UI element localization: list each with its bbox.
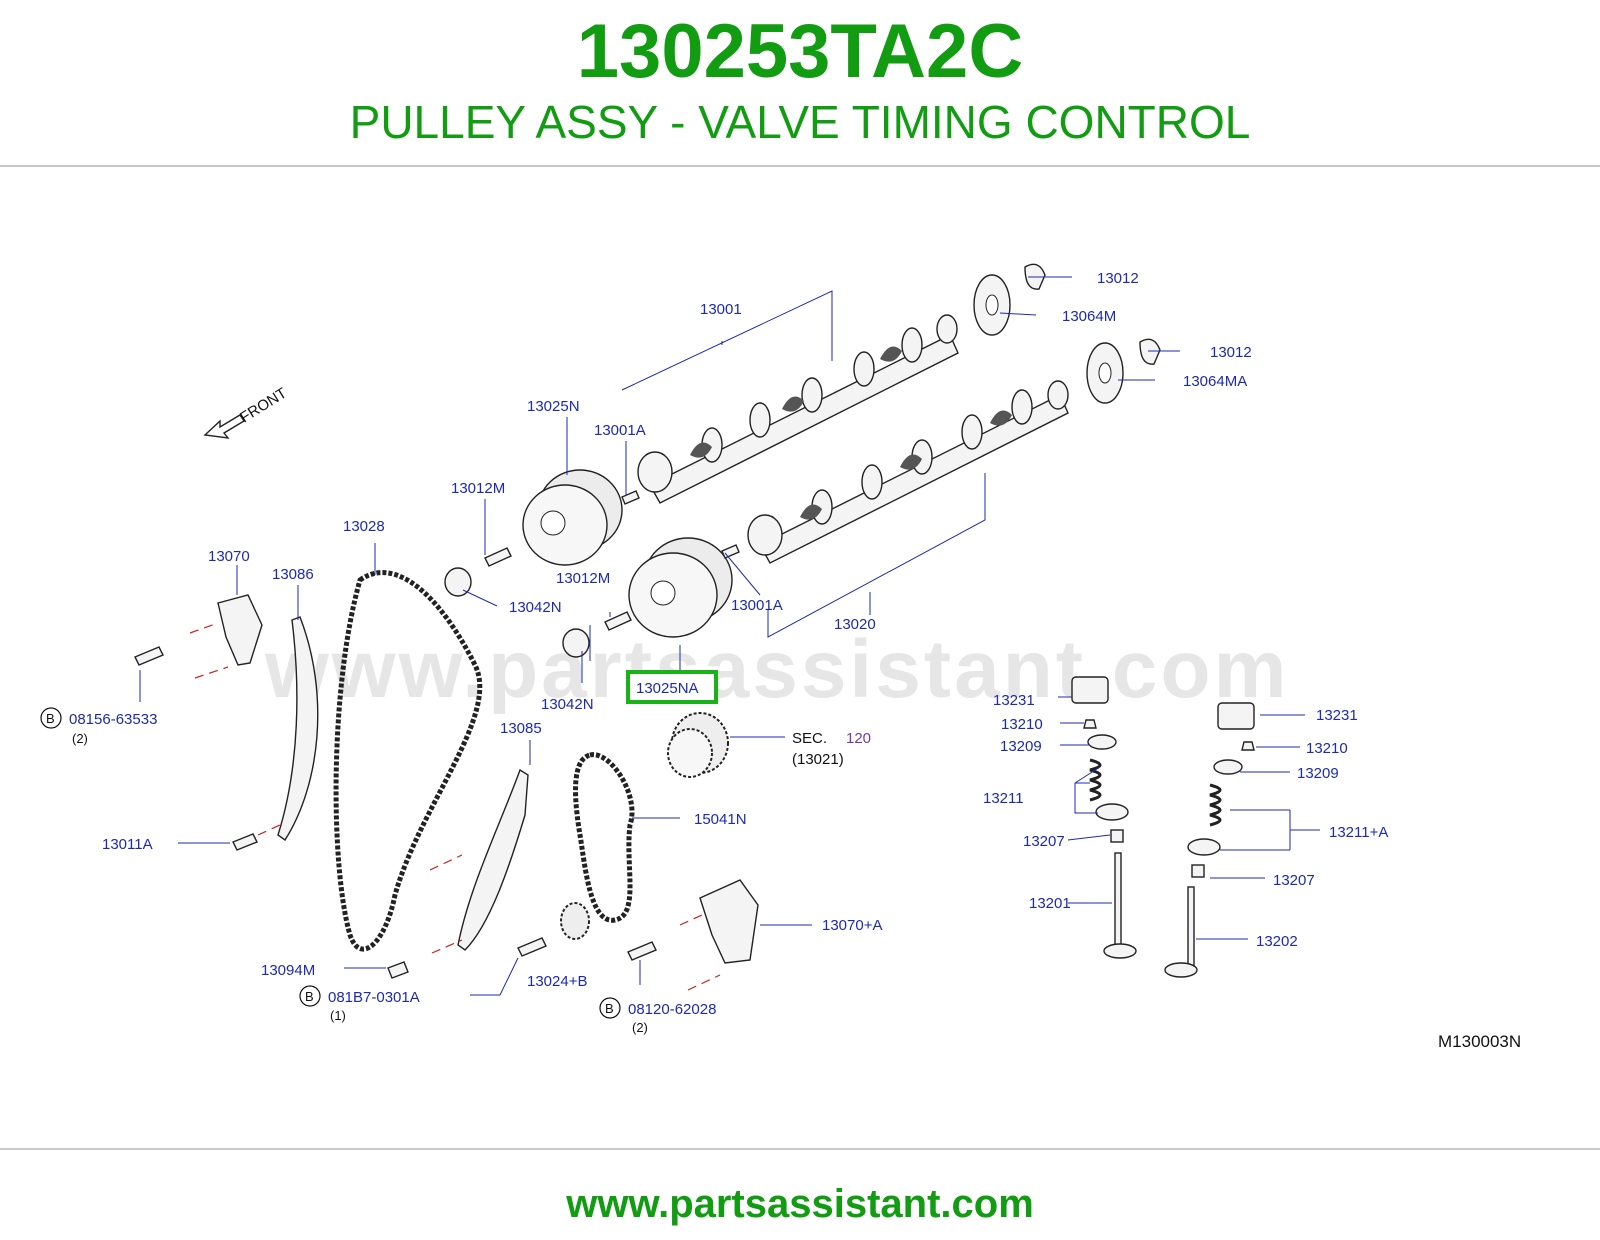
qty-08156: (2) [72, 731, 88, 746]
callout-08156-63533[interactable]: 08156-63533 [69, 711, 157, 728]
callout-081b7-0301a[interactable]: 081B7-0301A [328, 989, 420, 1006]
callout-13024b[interactable]: 13024+B [527, 973, 587, 990]
part-number-title: 130253TA2C [576, 9, 1024, 94]
pulley-13025n-drawing [522, 469, 623, 566]
chain-tensioner-drawing [217, 594, 263, 666]
front-arrow-icon: FRONT [203, 385, 290, 439]
callout-13042n-a[interactable]: 13042N [509, 599, 562, 616]
front-label: FRONT [237, 385, 290, 427]
callout-13207-b[interactable]: 13207 [1273, 872, 1315, 889]
callout-13012-a[interactable]: 13012 [1097, 270, 1139, 287]
sec-label: SEC. [792, 730, 827, 747]
footer-website-link[interactable]: www.partsassistant.com [566, 1182, 1034, 1226]
svg-text:B: B [305, 989, 314, 1004]
callout-13231-a[interactable]: 13231 [993, 692, 1035, 709]
callout-13202[interactable]: 13202 [1256, 933, 1298, 950]
exploded-view-diagram: www.partsassistant.com FRONT [40, 263, 1521, 1051]
parts-diagram: www.partsassistant.com FRONT [0, 245, 1600, 1095]
crank-sprocket-drawing [667, 712, 729, 778]
chain-guide-drawing [277, 616, 319, 841]
callout-08120-62028[interactable]: 08120-62028 [628, 1001, 716, 1018]
idler-sprocket-drawing [560, 902, 590, 940]
callout-13012-b[interactable]: 13012 [1210, 344, 1252, 361]
callout-13086[interactable]: 13086 [272, 566, 314, 583]
signal-plate-drawing [973, 263, 1161, 404]
callout-13070[interactable]: 13070 [208, 548, 250, 565]
callout-13025n[interactable]: 13025N [527, 398, 580, 415]
svg-text:B: B [605, 1001, 614, 1016]
valve-train-right-drawing [1164, 702, 1255, 978]
callout-13201[interactable]: 13201 [1029, 895, 1071, 912]
camshaft-exhaust-drawing [747, 380, 1069, 564]
diagram-code: M130003N [1438, 1032, 1521, 1051]
chain-tensioner-a-drawing [699, 879, 759, 964]
highlight-box [626, 670, 718, 704]
callout-13094m[interactable]: 13094M [261, 962, 315, 979]
callout-13025na-highlighted[interactable]: 13025NA [636, 680, 699, 697]
valve-train-left-drawing [1071, 676, 1137, 959]
part-description-subtitle: PULLEY ASSY - VALVE TIMING CONTROL [349, 96, 1251, 148]
callout-13001[interactable]: 13001 [700, 301, 742, 318]
callout-13210-a[interactable]: 13210 [1001, 716, 1043, 733]
callout-13209-b[interactable]: 13209 [1297, 765, 1339, 782]
callout-13211[interactable]: 13211 [983, 790, 1024, 807]
callout-13209-a[interactable]: 13209 [1000, 738, 1042, 755]
callout-13012m-top[interactable]: 13012M [451, 480, 505, 497]
callout-13028[interactable]: 13028 [343, 518, 385, 535]
qty-081b7: (1) [330, 1008, 346, 1023]
callout-13064ma[interactable]: 13064MA [1183, 373, 1247, 390]
callout-13211a[interactable]: 13211+A [1329, 824, 1388, 841]
header-divider [0, 165, 1600, 167]
sec-120-link[interactable]: 120 [846, 730, 871, 747]
callout-13042n-b[interactable]: 13042N [541, 696, 594, 713]
callout-13001a-top[interactable]: 13001A [594, 422, 646, 439]
footer-divider [0, 1148, 1600, 1150]
callout-13011a[interactable]: 13011A [102, 836, 153, 853]
sec-ref-13021: (13021) [792, 751, 844, 768]
callout-13001a-b[interactable]: 13001A [731, 597, 783, 614]
callout-13020[interactable]: 13020 [834, 616, 876, 633]
callout-15041n[interactable]: 15041N [694, 811, 747, 828]
camshaft-intake-drawing [637, 314, 959, 504]
timing-chain-drawing [333, 570, 483, 952]
callout-13207-a[interactable]: 13207 [1023, 833, 1065, 850]
callout-13085[interactable]: 13085 [500, 720, 542, 737]
bolt-marker-08156: B [40, 707, 62, 729]
leader-lines [139, 276, 1320, 996]
page-header: 130253TA2C PULLEY ASSY - VALVE TIMING CO… [0, 0, 1600, 170]
qty-08120: (2) [632, 1020, 648, 1035]
svg-text:B: B [46, 711, 55, 726]
tensioner-arm-drawing [457, 768, 529, 951]
bolts-and-seals-drawing [134, 490, 740, 979]
callout-13064m[interactable]: 13064M [1062, 308, 1116, 325]
callout-13070a[interactable]: 13070+A [822, 917, 882, 934]
secondary-chain-drawing [573, 752, 635, 923]
pulley-13025na-drawing [628, 537, 733, 638]
callout-13231-b[interactable]: 13231 [1316, 707, 1358, 724]
bolt-marker-08120: B [599, 997, 621, 1019]
callout-13210-b[interactable]: 13210 [1306, 740, 1348, 757]
callout-13012m-b[interactable]: 13012M [556, 570, 610, 587]
watermark-text: www.partsassistant.com [264, 624, 1290, 715]
bolt-marker-081b7: B [299, 985, 321, 1007]
